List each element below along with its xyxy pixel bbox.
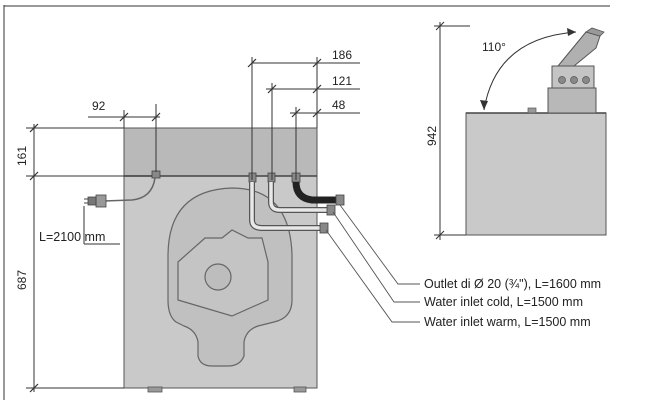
washer-side-view	[465, 27, 607, 236]
callout-inlet-warm: Water inlet warm, L=1500 mm	[424, 315, 591, 329]
dimension-92: 92	[92, 99, 106, 113]
dimension-121: 121	[332, 74, 352, 88]
dimension-186: 186	[332, 48, 352, 62]
dimension-lines-side	[434, 21, 470, 240]
angle-arc	[483, 31, 577, 111]
foot-left	[147, 386, 163, 393]
dimension-ticks-main	[29, 58, 322, 393]
cable-fitting	[151, 170, 161, 179]
detergent-unit	[547, 87, 597, 114]
foot-right	[293, 386, 307, 393]
power-plug-icon	[84, 194, 107, 208]
callout-leaders	[325, 204, 420, 323]
callout-inlet-cold: Water inlet cold, L=1500 mm	[424, 295, 583, 309]
hose-end-cold	[326, 204, 336, 216]
washer-top-section	[123, 127, 318, 177]
callout-outlet: Outlet di Ø 20 (¾"), L=1600 mm	[424, 277, 601, 291]
angle-label: 110°	[482, 40, 506, 54]
dimension-lines-main	[26, 57, 360, 392]
washer-front-view	[84, 127, 345, 393]
dimension-687: 687	[15, 270, 29, 290]
power-cable	[103, 177, 156, 202]
cable-length-label: L=2100 mm	[39, 230, 105, 244]
dimension-48: 48	[332, 98, 346, 112]
side-body	[465, 112, 607, 236]
dimension-942: 942	[425, 126, 439, 146]
hose-outlet	[292, 181, 338, 204]
hose-end-outlet	[335, 194, 345, 206]
open-lid	[556, 31, 601, 67]
hose-end-warm	[319, 222, 329, 234]
dimension-161: 161	[15, 146, 29, 166]
drum-hub	[204, 263, 232, 291]
